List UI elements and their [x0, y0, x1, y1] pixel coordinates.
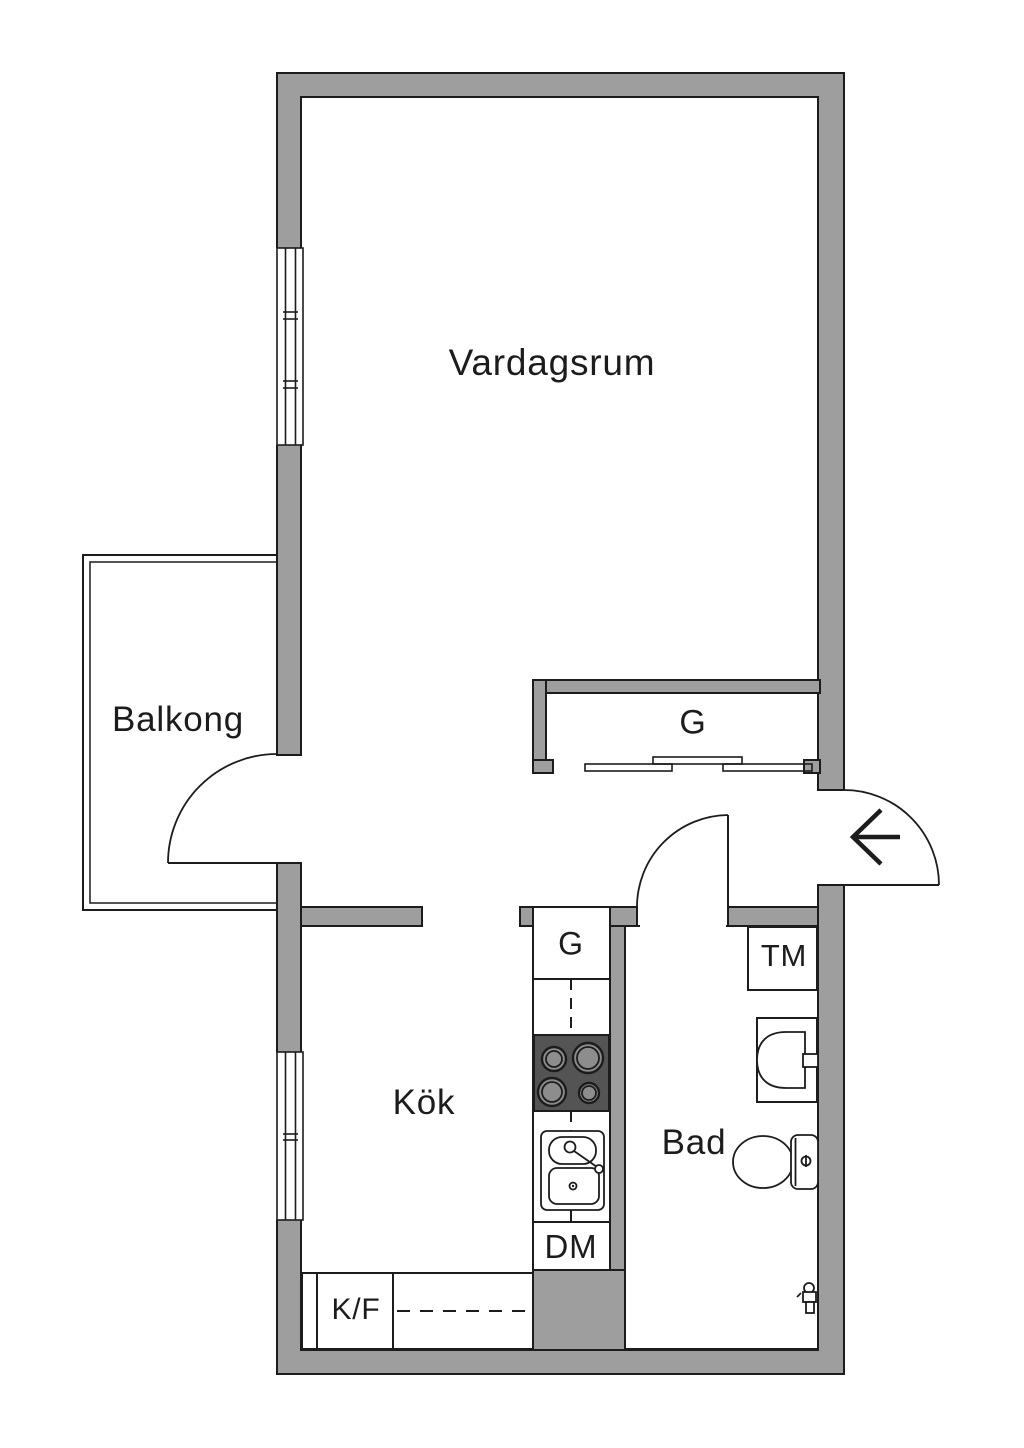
room-label-balcony: Balkong [111, 700, 245, 739]
closet-sliding-doors [584, 756, 813, 772]
walls [273, 72, 849, 1375]
kitchen-counter [532, 906, 611, 1271]
door-entry [843, 789, 940, 886]
label-fridge-freezer: K/F [331, 1293, 381, 1326]
entry-arrow-icon [849, 808, 900, 866]
window-kitchen [276, 1051, 304, 1221]
counter-end-stub [519, 906, 534, 927]
door-balcony [167, 753, 301, 864]
room-label-bathroom: Bad [661, 1123, 727, 1162]
kitchen-sink [540, 1130, 605, 1211]
room-label-kitchen: Kök [392, 1083, 456, 1122]
door-bathroom [636, 814, 729, 908]
label-dishwasher: DM [544, 1228, 598, 1265]
closet-wall-top [532, 679, 821, 694]
label-washing-machine: TM [760, 938, 808, 973]
hall-kitchen-wall [300, 906, 423, 927]
bathroom-sink [756, 1017, 819, 1103]
fridge-freezer-counter [301, 1272, 534, 1350]
below-counter-wall [532, 1269, 626, 1351]
washing-machine-box [747, 926, 818, 991]
room-label-living-room: Vardagsrum [448, 342, 656, 383]
label-hall-closet: G [679, 703, 707, 742]
closet-foot-left [532, 759, 554, 774]
bathroom-room [624, 919, 819, 1350]
label-kitchen-cabinet: G [558, 925, 584, 962]
bath-tap-icon [796, 1282, 817, 1314]
bath-top-wall-right [727, 906, 819, 927]
bath-top-wall-left [609, 906, 638, 927]
stove [533, 1034, 610, 1112]
toilet [732, 1134, 819, 1190]
window-living-room [276, 247, 304, 446]
